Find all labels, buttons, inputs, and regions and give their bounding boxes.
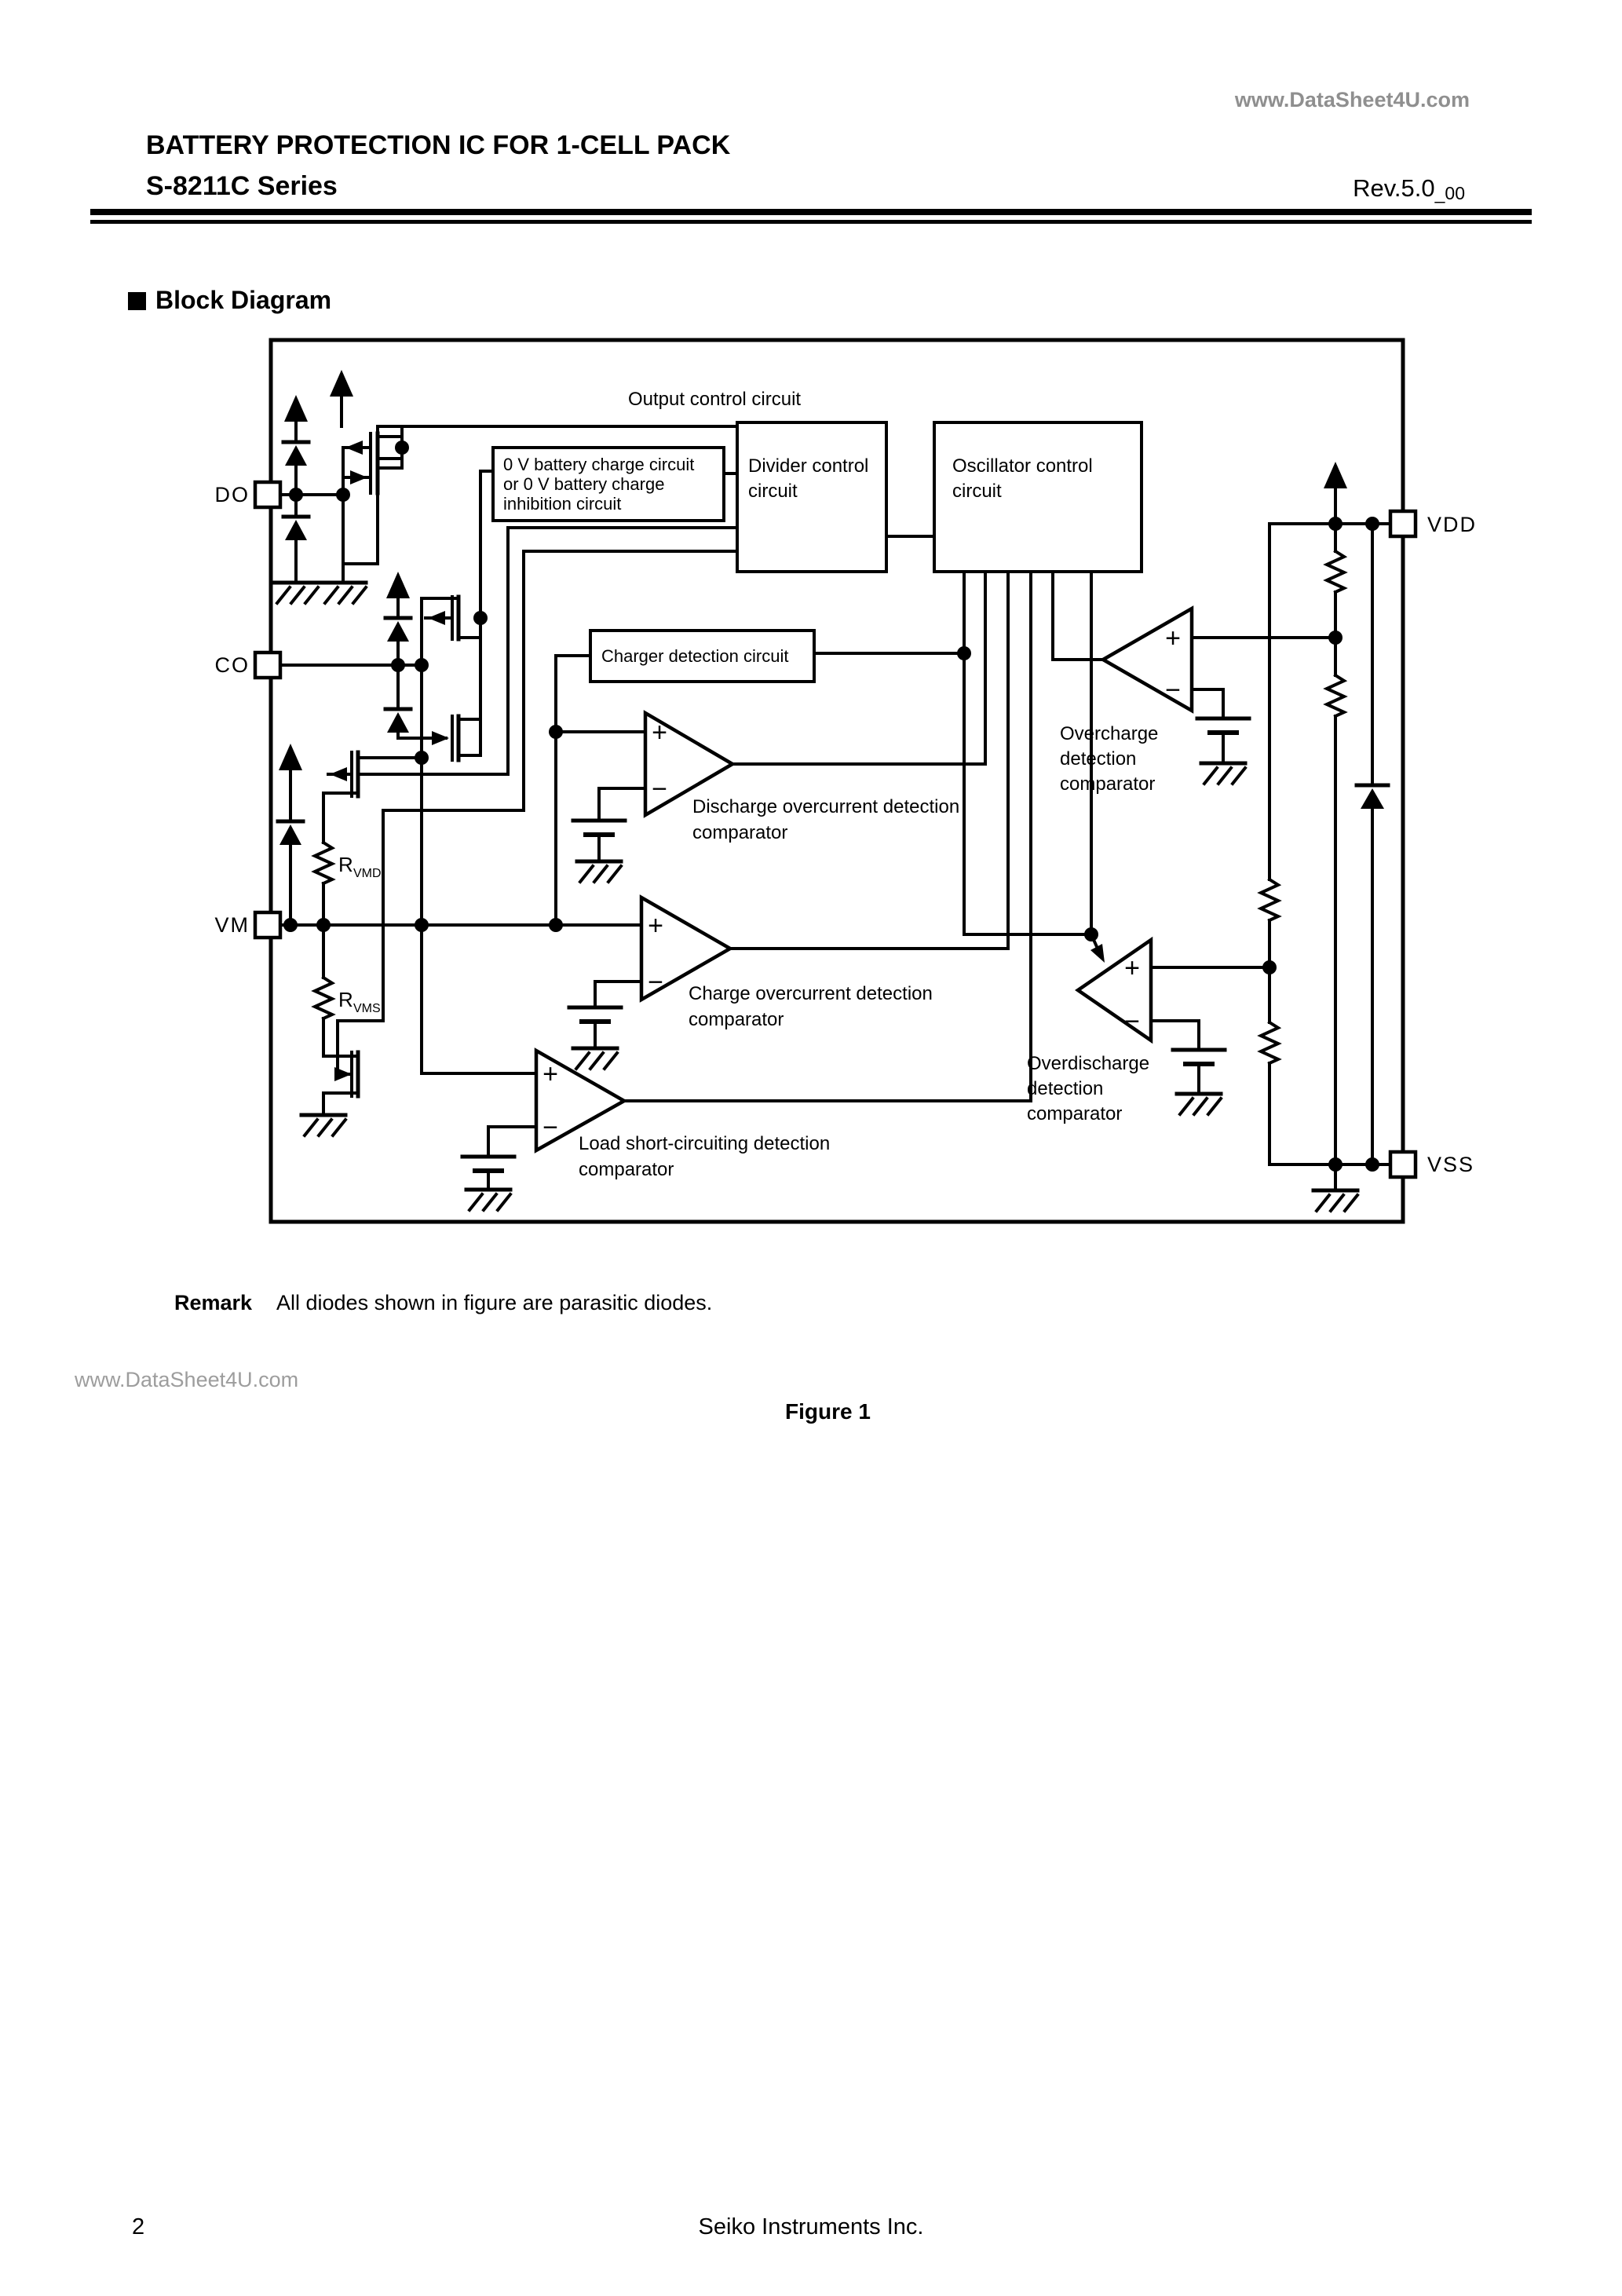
svg-text:+: + [652,718,667,748]
overcharge-comparator-label1: Overcharge [1060,723,1158,744]
watermark-left: www.DataSheet4U.com [75,1368,299,1391]
page-title: BATTERY PROTECTION IC FOR 1-CELL PACK [146,130,731,160]
remark-text: All diodes shown in figure are parasitic… [276,1291,713,1314]
remark-label: Remark [174,1291,253,1314]
zero-v-charge-box [491,446,725,522]
vm-pin [253,910,283,940]
divider-control-box [736,421,888,573]
do-pin [253,480,283,510]
charge-comparator-label2: comparator [689,1009,784,1030]
charger-detection-label: Charger detection circuit [601,646,788,666]
rvms-resistor [311,975,336,1021]
block-diagram: DO CO VM VDD VSS Output control circuit … [215,338,1477,1224]
svg-text:+: + [1124,953,1140,983]
overdischarge-comparator [1075,936,1153,1044]
resistor-icons [311,549,1348,1066]
svg-text:−: − [1165,675,1181,705]
figure-caption: Figure 1 [785,1399,871,1424]
svg-text:−: − [652,774,667,804]
charger-detection-box [589,629,816,683]
load-short-comparator [534,1047,628,1153]
charge-overcurrent-comparator [639,894,734,1003]
parasitic-diode-icons [276,440,1390,845]
reference-battery-icons [460,716,1251,1173]
output-control-label: Output control circuit [628,389,801,410]
junction-dots [283,441,1379,1172]
revision-sub: _00 [1434,183,1465,203]
overcharge-comparator-label3: comparator [1060,773,1155,795]
vdd-pin [1388,509,1418,539]
header-rule-bottom [90,220,1532,224]
header-rule-top [90,209,1532,215]
block-diagram-frame [269,338,1405,1224]
oscillator-control-box [933,421,1143,573]
section-bullet-icon [128,292,146,310]
section-heading: Block Diagram [155,286,332,314]
rvmd-label-base: R [338,853,353,876]
overcharge-comparator [1099,605,1194,714]
wires [279,395,1391,1192]
oscillator-label-line2: circuit [952,481,1002,502]
mosfet-gate-arrow-icons [330,441,449,1081]
divider-label-line1: Divider control [748,455,868,477]
do-pin-label: DO [215,483,250,506]
charge-comparator-label1: Charge overcurrent detection [689,983,933,1004]
overdischarge-comparator-label1: Overdischarge [1027,1053,1149,1074]
vm-pin-label: VM [215,913,250,937]
revision-main: Rev.5.0 [1353,174,1435,202]
vdd-pin-label: VDD [1427,513,1477,536]
vss-pin-label: VSS [1427,1153,1474,1176]
vdd-arrow-icons [279,370,1347,770]
watermark-top: www.DataSheet4U.com [1234,88,1470,112]
rvms-label-base: R [338,988,353,1011]
overdischarge-control-arrow-icon [1090,944,1105,963]
overdischarge-comparator-label3: comparator [1027,1103,1122,1124]
svg-text:+: + [542,1059,558,1089]
divider-label-line2: circuit [748,481,798,502]
rvmd-resistor [311,840,336,886]
overcharge-comparator-label2: detection [1060,748,1136,770]
page-number: 2 [132,2214,145,2239]
zero-v-line2: or 0 V battery charge [503,474,664,494]
load-short-comparator-label1: Load short-circuiting detection [579,1133,830,1154]
svg-text:−: − [1124,1007,1140,1036]
mosfet-symbols [350,431,461,1099]
zero-v-line3: inhibition circuit [503,494,621,514]
co-pin [253,650,283,680]
revision-label: Rev.5.0_00 [1353,174,1465,204]
svg-text:+: + [648,911,663,941]
load-short-comparator-label2: comparator [579,1159,674,1180]
zero-v-line1: 0 V battery charge circuit [503,455,694,474]
discharge-overcurrent-comparator [643,710,736,818]
discharge-comparator-label1: Discharge overcurrent detection [692,796,959,817]
series-title: S-8211C Series [146,171,338,201]
vss-pin [1388,1150,1418,1179]
rvmd-label-sub: VMD [353,867,382,880]
svg-text:−: − [648,967,663,997]
co-pin-label: CO [215,653,250,677]
ground-icons [272,580,1360,1213]
oscillator-label-line1: Oscillator control [952,455,1093,477]
svg-text:+: + [1165,623,1181,653]
svg-text:−: − [542,1113,558,1143]
rvms-label-sub: VMS [353,1002,381,1015]
footer-company: Seiko Instruments Inc. [698,2214,924,2239]
overdischarge-comparator-label2: detection [1027,1078,1103,1099]
discharge-comparator-label2: comparator [692,822,787,843]
comparator-signs: + − + − + − + − + − [542,623,1181,1143]
